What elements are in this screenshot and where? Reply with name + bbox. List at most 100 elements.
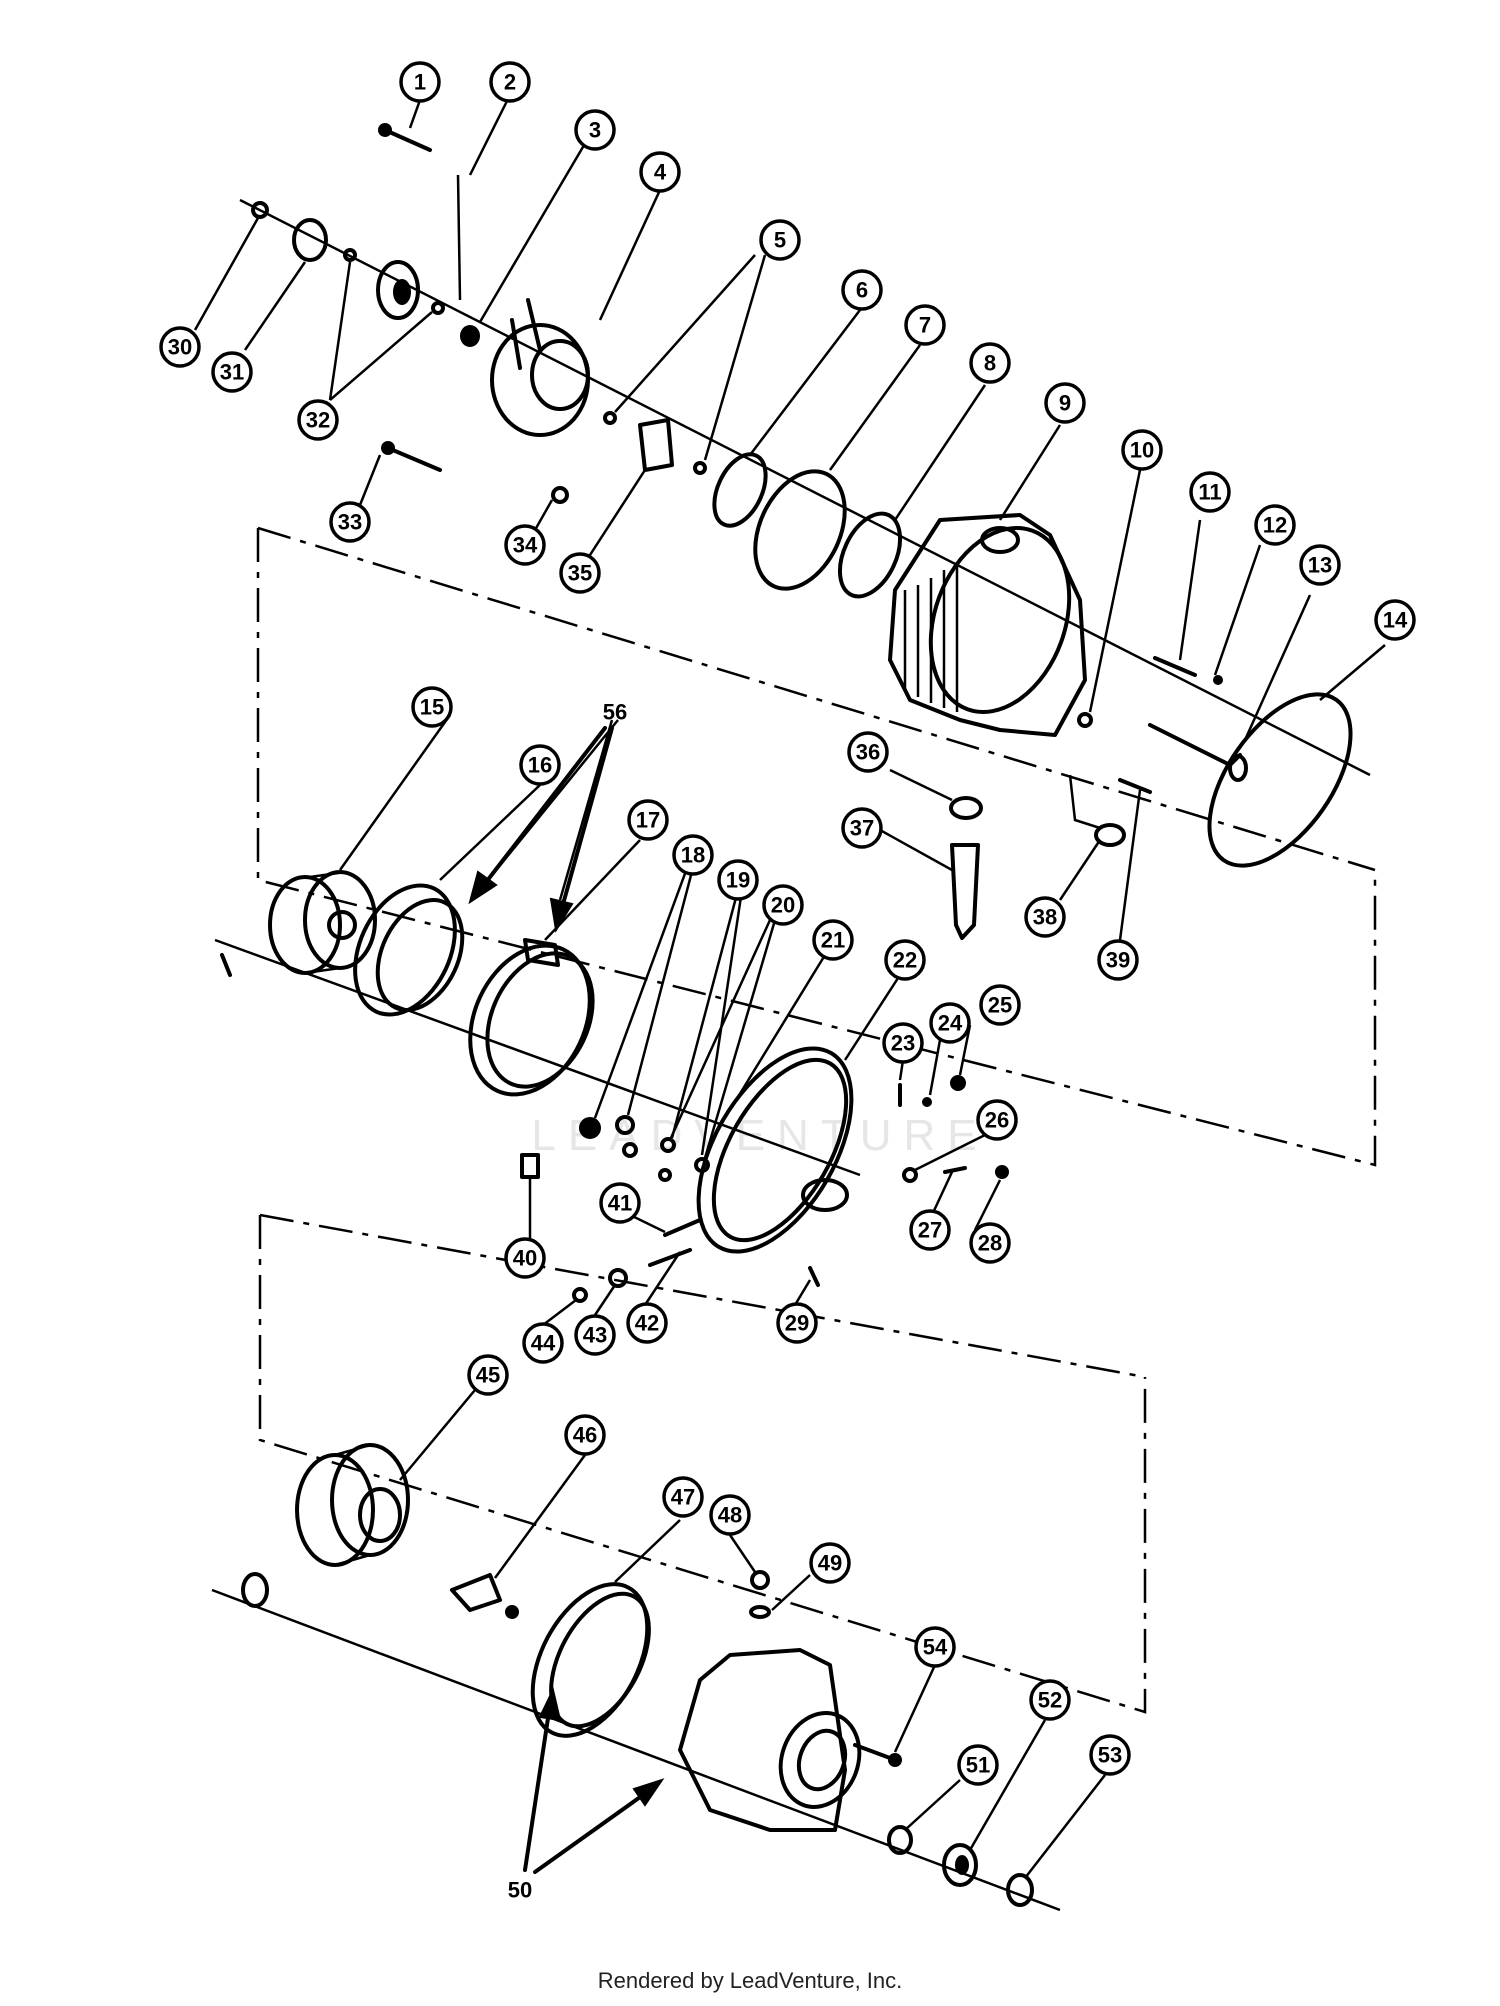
watermark: LEADVENTURE (531, 1111, 988, 1160)
callout-48: 48 (709, 1494, 751, 1536)
svg-text:21: 21 (821, 928, 845, 953)
callout-22: 22 (884, 939, 926, 981)
callout-28: 28 (969, 1222, 1011, 1264)
svg-text:43: 43 (583, 1323, 607, 1348)
callout-54: 54 (914, 1626, 956, 1668)
svg-text:3: 3 (589, 118, 601, 143)
callout-6: 6 (841, 269, 883, 311)
svg-text:8: 8 (984, 351, 996, 376)
svg-text:15: 15 (420, 695, 444, 720)
group-label-50: 50 (508, 1878, 532, 1903)
svg-text:2: 2 (504, 70, 516, 95)
callout-53: 53 (1089, 1734, 1131, 1776)
group-label-56: 56 (603, 700, 627, 725)
callout-33: 33 (329, 501, 371, 543)
callout-27: 27 (909, 1209, 951, 1251)
svg-text:20: 20 (771, 893, 795, 918)
callout-1: 1 (399, 61, 441, 103)
svg-text:9: 9 (1059, 391, 1071, 416)
callout-11: 11 (1189, 471, 1231, 513)
callout-3: 3 (574, 109, 616, 151)
svg-text:39: 39 (1106, 948, 1130, 973)
svg-text:28: 28 (978, 1231, 1002, 1256)
callout-7: 7 (904, 304, 946, 346)
callout-35: 35 (559, 552, 601, 594)
callout-25: 25 (979, 984, 1021, 1026)
svg-text:42: 42 (635, 1311, 659, 1336)
svg-text:10: 10 (1130, 438, 1154, 463)
callout-5: 5 (759, 219, 801, 261)
callout-38: 38 (1024, 896, 1066, 938)
svg-text:53: 53 (1098, 1743, 1122, 1768)
callout-21: 21 (812, 919, 854, 961)
svg-text:27: 27 (918, 1218, 942, 1243)
svg-text:38: 38 (1033, 905, 1057, 930)
callout-14: 14 (1374, 599, 1416, 641)
svg-text:24: 24 (938, 1011, 963, 1036)
callout-9: 9 (1044, 382, 1086, 424)
callout-49: 49 (809, 1542, 851, 1584)
svg-text:48: 48 (718, 1503, 742, 1528)
svg-text:5: 5 (774, 228, 786, 253)
callouts: 1 2 3 4 5 6 7 8 9 10 11 12 13 14 15 16 1… (159, 61, 1416, 1786)
callout-16: 16 (519, 744, 561, 786)
group-arrows (468, 726, 665, 1874)
callout-17: 17 (627, 799, 669, 841)
footer-credit: Rendered by LeadVenture, Inc. (597, 1968, 903, 1993)
callout-19: 19 (717, 859, 759, 901)
callout-43: 43 (574, 1314, 616, 1356)
svg-text:46: 46 (573, 1423, 597, 1448)
callout-34: 34 (504, 524, 546, 566)
svg-text:45: 45 (476, 1363, 500, 1388)
lower-assembly (241, 1443, 1034, 1907)
svg-text:12: 12 (1263, 513, 1287, 538)
svg-text:16: 16 (528, 753, 552, 778)
shaft-axes (211, 198, 1371, 1912)
middle-assembly (220, 870, 1009, 1303)
exploded-parts-diagram: LEADVENTURE (159, 61, 1416, 1912)
svg-text:17: 17 (636, 808, 660, 833)
upper-assembly (251, 123, 1353, 940)
callout-26: 26 (976, 1099, 1018, 1141)
callout-29: 29 (776, 1302, 818, 1344)
callout-51: 51 (957, 1744, 999, 1786)
svg-text:31: 31 (220, 360, 244, 385)
svg-text:54: 54 (923, 1635, 948, 1660)
svg-text:52: 52 (1038, 1688, 1062, 1713)
callout-2: 2 (489, 61, 531, 103)
callout-10: 10 (1121, 429, 1163, 471)
svg-text:6: 6 (856, 278, 868, 303)
callout-31: 31 (211, 351, 253, 393)
callout-41: 41 (599, 1182, 641, 1224)
callout-36: 36 (847, 731, 889, 773)
callout-46: 46 (564, 1414, 606, 1456)
callout-23: 23 (882, 1022, 924, 1064)
svg-text:34: 34 (513, 533, 538, 558)
callout-8: 8 (969, 342, 1011, 384)
svg-text:19: 19 (726, 868, 750, 893)
svg-text:22: 22 (893, 948, 917, 973)
assembly-boundaries (256, 526, 1377, 1714)
svg-text:44: 44 (531, 1331, 556, 1356)
callout-12: 12 (1254, 504, 1296, 546)
svg-text:13: 13 (1308, 553, 1332, 578)
callout-18: 18 (672, 834, 714, 876)
callout-30: 30 (159, 326, 201, 368)
callout-20: 20 (762, 884, 804, 926)
svg-text:26: 26 (985, 1108, 1009, 1133)
callout-45: 45 (467, 1354, 509, 1396)
callout-39: 39 (1097, 939, 1139, 981)
svg-text:33: 33 (338, 510, 362, 535)
svg-text:49: 49 (818, 1551, 842, 1576)
svg-text:23: 23 (891, 1031, 915, 1056)
svg-text:14: 14 (1383, 608, 1408, 633)
svg-text:25: 25 (988, 993, 1012, 1018)
callout-42: 42 (626, 1302, 668, 1344)
svg-text:35: 35 (568, 561, 592, 586)
svg-text:29: 29 (785, 1311, 809, 1336)
leader-lines (193, 94, 1386, 1879)
svg-text:41: 41 (608, 1191, 632, 1216)
callout-15: 15 (411, 686, 453, 728)
svg-text:36: 36 (856, 740, 880, 765)
callout-40: 40 (504, 1237, 546, 1279)
